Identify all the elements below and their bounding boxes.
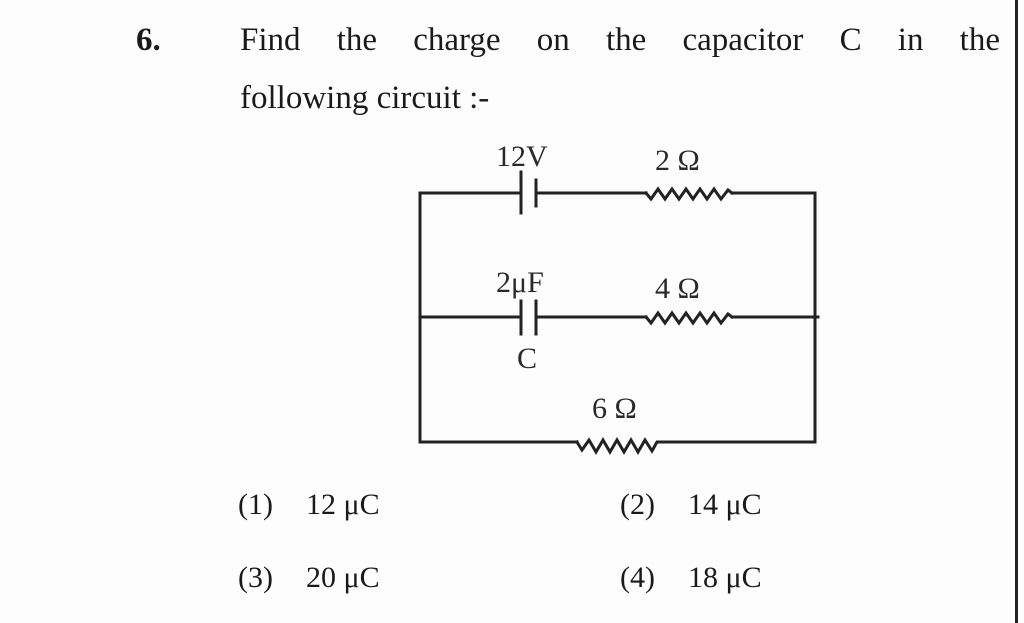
option-2-index: (2): [620, 488, 655, 521]
capacitor-value-label: 2μF: [496, 266, 544, 299]
option-3[interactable]: (3) 20 μC: [238, 561, 380, 595]
option-4-value: 18 μC: [688, 561, 762, 594]
question-number: 6.: [136, 22, 161, 58]
option-4[interactable]: (4) 18 μC: [620, 561, 762, 595]
option-1-value: 12 μC: [306, 488, 380, 521]
resistor-6ohm-icon: [574, 437, 663, 455]
capacitor-name-label: C: [517, 342, 537, 375]
resistor-bottom-label: 6 Ω: [592, 392, 637, 425]
battery-label: 12V: [496, 140, 548, 173]
option-2-value: 14 μC: [688, 488, 762, 521]
resistor-4ohm-icon: [643, 310, 735, 326]
page-border-right: [1015, 0, 1018, 623]
resistor-mid-label: 4 Ω: [655, 272, 700, 305]
resistor-2ohm-icon: [643, 186, 735, 202]
option-3-value: 20 μC: [306, 561, 380, 594]
option-2[interactable]: (2) 14 μC: [620, 488, 762, 522]
option-4-index: (4): [620, 561, 655, 594]
option-3-index: (3): [238, 561, 273, 594]
question-text-line-1: Find the charge on the capacitor C in th…: [240, 22, 1000, 58]
resistor-top-label: 2 Ω: [655, 144, 700, 177]
question-text-line-2: following circuit :-: [240, 80, 490, 116]
option-1[interactable]: (1) 12 μC: [238, 488, 380, 522]
option-1-index: (1): [238, 488, 273, 521]
